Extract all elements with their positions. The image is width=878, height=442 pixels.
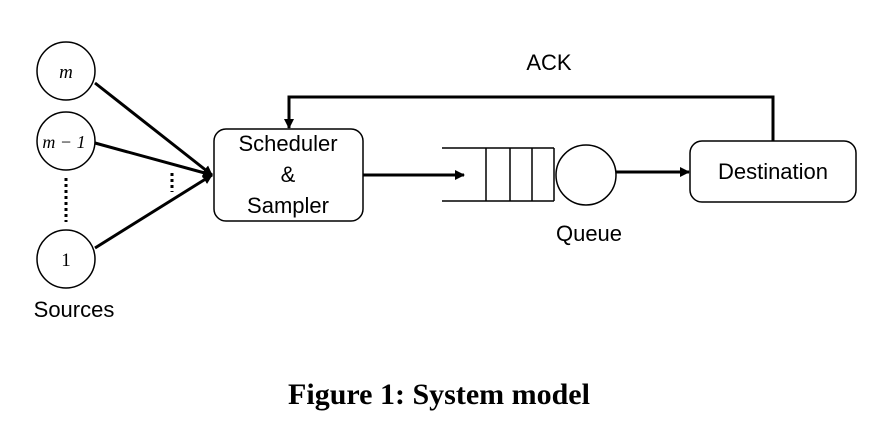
- scheduler-sampler-box: Scheduler & Sampler: [213, 128, 364, 222]
- scheduler-label-line2: &: [281, 162, 296, 187]
- system-model-diagram: m m − 1 1 Sources Scheduler & Sampler Qu…: [34, 41, 857, 322]
- scheduler-label-line1: Scheduler: [238, 131, 337, 156]
- ack-label: ACK: [526, 50, 572, 75]
- arrow-source-1: [94, 173, 213, 250]
- sources-label: Sources: [34, 297, 115, 322]
- ack-feedback-arrow: [284, 95, 775, 141]
- destination-box: Destination: [689, 140, 857, 203]
- source-node-m-minus-1: m − 1: [36, 111, 96, 171]
- queue-label: Queue: [556, 221, 622, 246]
- source-node-1: 1: [36, 229, 96, 289]
- source-node-m-minus-1-label: m − 1: [42, 132, 85, 152]
- source-node-m-label: m: [59, 62, 73, 83]
- scheduler-label-line3: Sampler: [247, 193, 329, 218]
- arrow-source-m-minus-1: [94, 141, 213, 178]
- arrow-source-m: [94, 81, 213, 177]
- queue-buffer: [442, 147, 555, 202]
- source-node-m: m: [36, 41, 96, 101]
- destination-label: Destination: [718, 159, 828, 184]
- source-node-1-label: 1: [61, 250, 71, 271]
- queue-server: [555, 144, 617, 206]
- figure-caption: Figure 1: System model: [288, 378, 590, 411]
